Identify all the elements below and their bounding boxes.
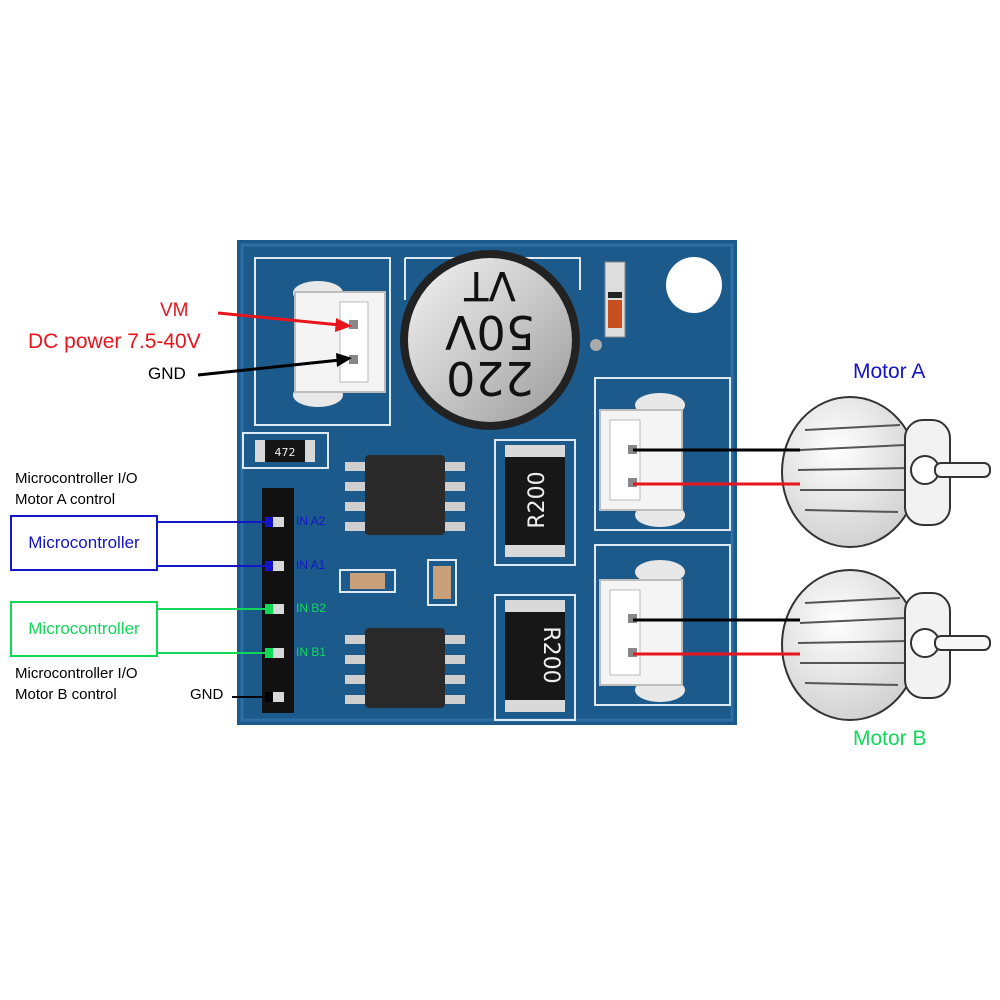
vm-arrow	[217, 311, 341, 327]
microcontroller-b-box: Microcontroller	[10, 601, 158, 657]
electrolytic-capacitor	[400, 250, 602, 430]
mcu-a-io-label: Microcontroller I/O	[15, 470, 138, 487]
pin-label-in-b1: IN B1	[296, 645, 327, 659]
pin-label-in-a2: IN A2	[296, 514, 326, 528]
motor-a-icon	[781, 396, 991, 548]
cap-marking-3: VT	[464, 262, 516, 308]
resistor-r200-a	[494, 439, 576, 566]
motor-b-connector	[599, 560, 685, 702]
gnd-pin-label: GND	[190, 686, 224, 703]
cap-marking-2: 50V	[444, 305, 535, 359]
resistor-r200-b	[494, 594, 576, 721]
gnd-power-label: GND	[148, 364, 186, 383]
motor-a-connector	[599, 393, 685, 527]
resistor-472-marking: 472	[275, 446, 296, 459]
mounting-hole	[666, 257, 722, 313]
driver-ic-a	[345, 455, 465, 535]
r200-b-marking: R200	[538, 626, 563, 683]
motor-b-label: Motor B	[853, 727, 927, 750]
pin-label-in-b2: IN B2	[296, 601, 327, 615]
vm-label: VM	[160, 300, 189, 321]
gnd-power-arrow	[197, 358, 341, 377]
pin-label-in-a1: IN A1	[296, 558, 326, 572]
mcu-a-control-label: Motor A control	[15, 491, 116, 508]
resistor-472	[255, 440, 315, 462]
cap-marking-1: 220	[446, 351, 534, 405]
r200-a-marking: R200	[525, 471, 550, 528]
motor-a-label: Motor A	[853, 360, 926, 383]
driver-ic-b	[345, 628, 465, 708]
power-connector	[293, 281, 386, 407]
motor-b-icon	[781, 569, 991, 721]
mcu-b-control-label: Motor B control	[15, 686, 117, 703]
microcontroller-a-box: Microcontroller	[10, 515, 158, 571]
dc-power-label: DC power 7.5-40V	[28, 330, 201, 353]
mcu-b-io-label: Microcontroller I/O	[15, 665, 138, 682]
